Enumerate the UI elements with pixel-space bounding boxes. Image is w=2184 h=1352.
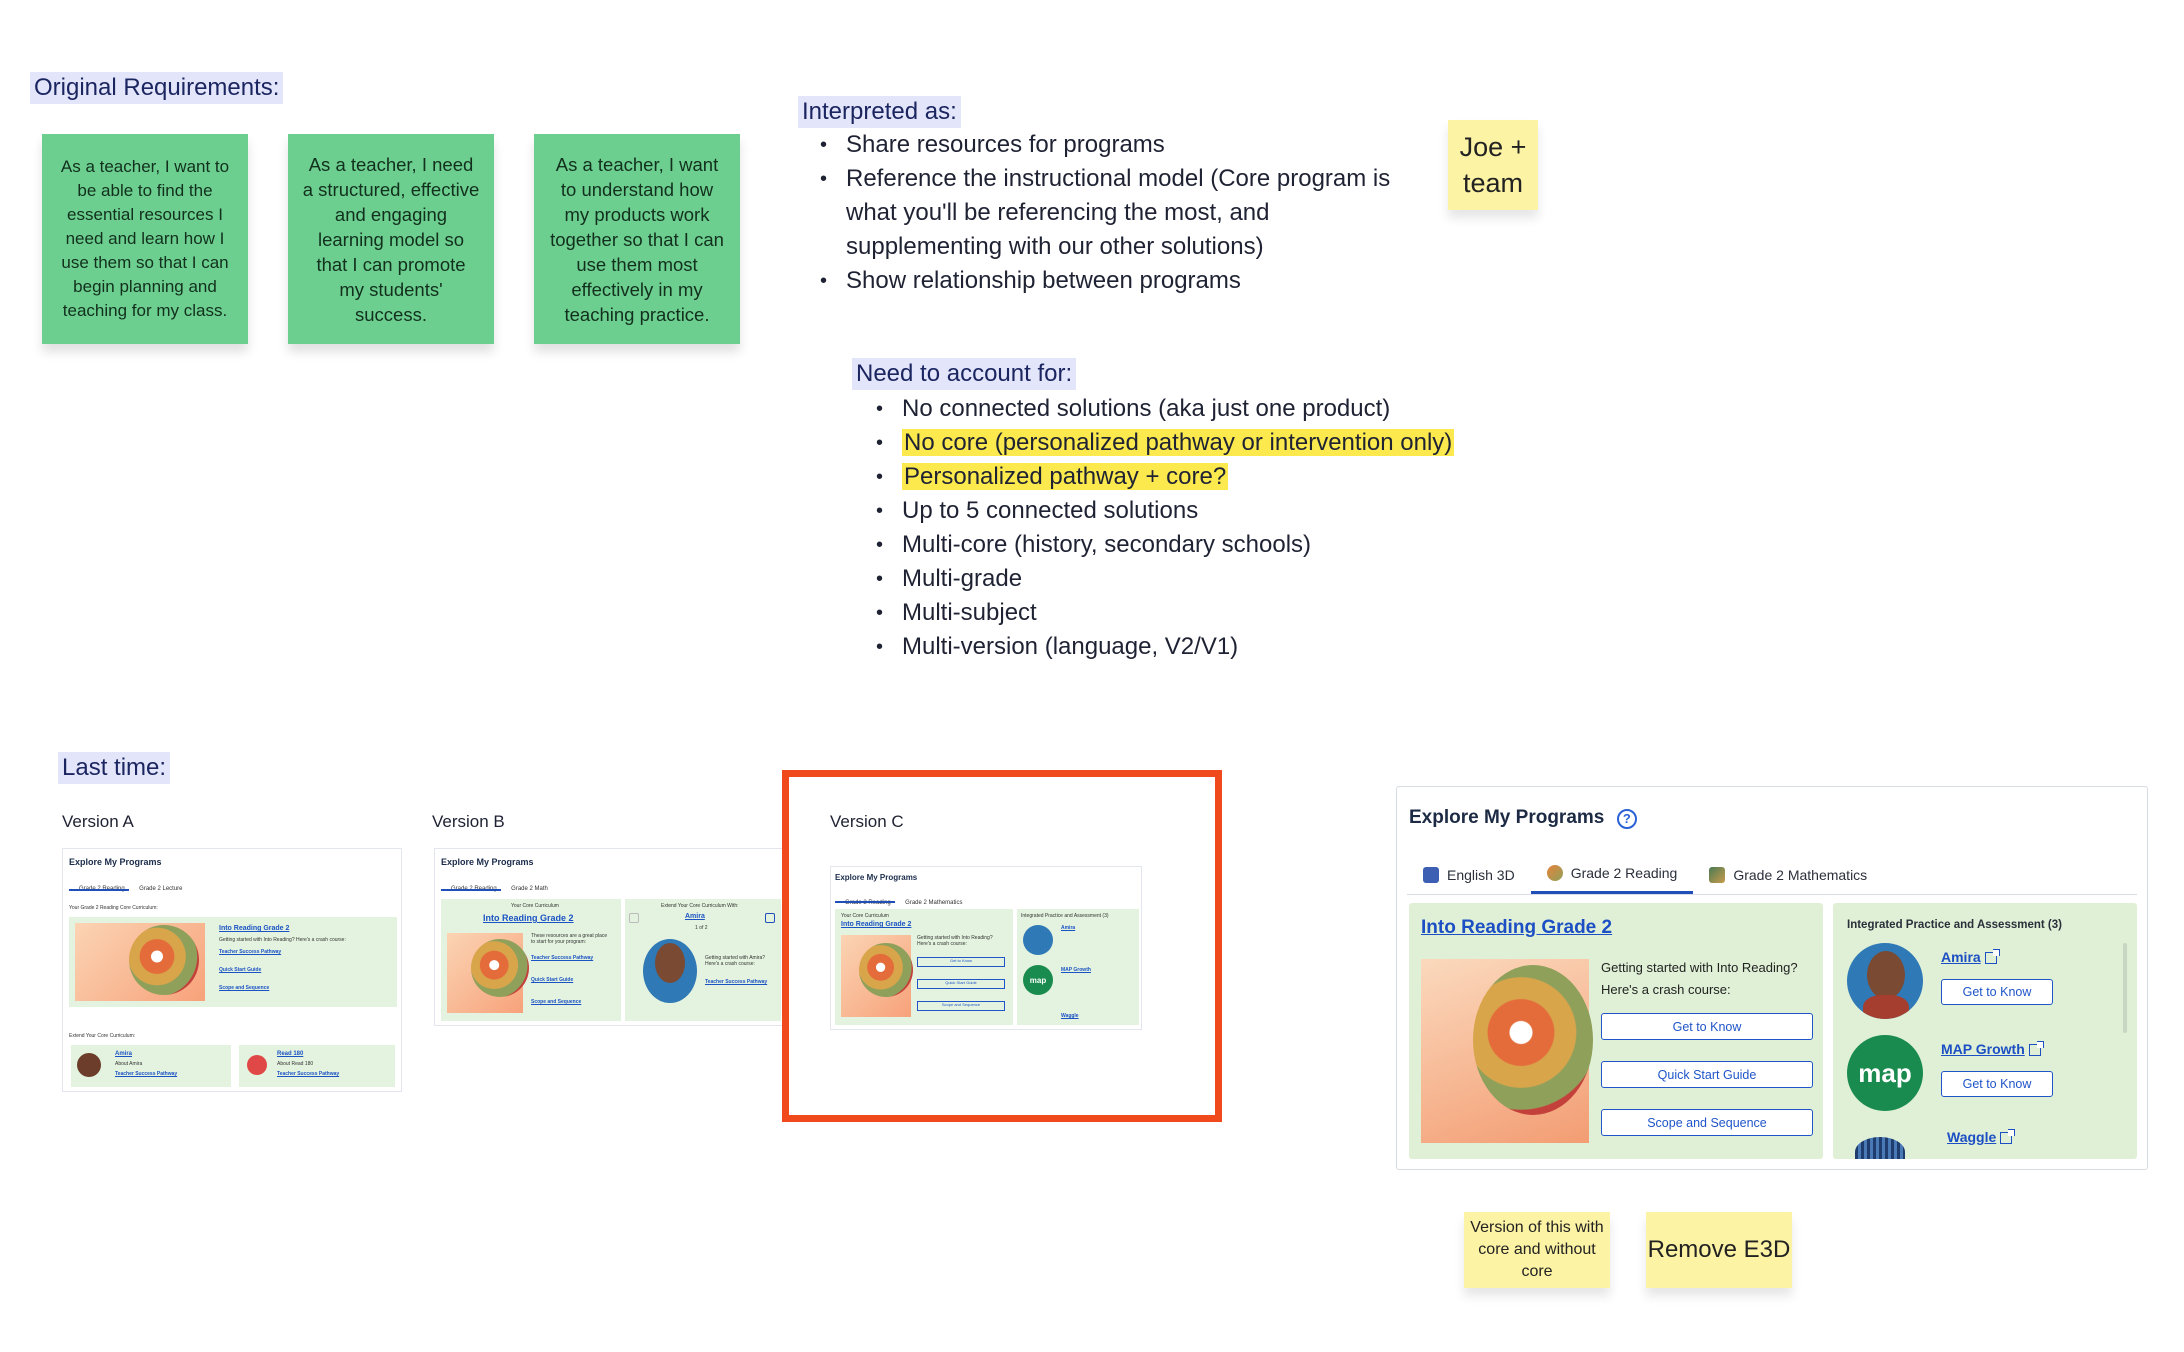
map-growth-get-to-know-button[interactable]: Get to Know <box>1941 1071 2053 1097</box>
list-item: No connected solutions (aka just one pro… <box>874 392 1514 426</box>
requirement-sticky-1[interactable]: As a teacher, I want to be able to find … <box>42 134 248 344</box>
amira-link[interactable]: Amira <box>1941 949 2000 965</box>
highlighted-text: Personalized pathway + core? <box>902 463 1229 490</box>
next-arrow-icon[interactable] <box>765 913 775 923</box>
explore-title: Explore My Programs <box>1409 807 1605 828</box>
waggle-logo <box>1855 1137 1905 1159</box>
sticky-text: Remove E3D <box>1647 1236 1791 1263</box>
quick-start-guide-button[interactable]: Quick Start Guide <box>1601 1061 1813 1088</box>
tab-grade-2-reading[interactable]: Grade 2 Reading <box>1530 857 1694 894</box>
tab-english-3d[interactable]: English 3D <box>1407 857 1531 894</box>
sticky-text: Joe + team <box>1459 132 1527 198</box>
requirement-sticky-2[interactable]: As a teacher, I need a structured, effec… <box>288 134 494 344</box>
original-requirements-heading: Original Requirements: <box>30 72 284 104</box>
integrated-heading: Integrated Practice and Assessment (3) <box>1847 919 2062 931</box>
account-for-heading: Need to account for: <box>852 358 1077 390</box>
version-a-label: Version A <box>62 812 134 831</box>
version-c-label: Version C <box>830 812 904 831</box>
map-growth-logo: map <box>1847 1035 1923 1111</box>
version-c-thumbnail[interactable]: Explore My Programs Grade 2 Reading Grad… <box>830 866 1142 1030</box>
version-b-label: Version B <box>432 812 505 831</box>
list-item: Multi-subject <box>874 596 1514 630</box>
version-note-sticky[interactable]: Version of this with core and without co… <box>1464 1212 1610 1288</box>
account-for-list: No connected solutions (aka just one pro… <box>874 392 1514 664</box>
list-item: Personalized pathway + core? <box>874 460 1514 494</box>
map-growth-link[interactable]: MAP Growth <box>1941 1041 2044 1057</box>
last-time-heading: Last time: <box>58 752 171 784</box>
interpreted-list: Share resources for programs Reference t… <box>818 128 1428 298</box>
scrollbar[interactable] <box>2123 943 2127 1033</box>
amira-avatar <box>1847 943 1923 1019</box>
program-tabs: English 3D Grade 2 Reading Grade 2 Mathe… <box>1407 857 2137 895</box>
math-icon <box>1709 866 1726 883</box>
list-item: Share resources for programs <box>818 128 1428 162</box>
thumb-program-link: Into Reading Grade 2 <box>219 925 290 932</box>
thumb-title: Explore My Programs <box>69 857 162 867</box>
sticky-text: Version of this with core and without co… <box>1470 1219 1604 1280</box>
amira-get-to-know-button[interactable]: Get to Know <box>1941 979 2053 1005</box>
scope-and-sequence-button[interactable]: Scope and Sequence <box>1601 1109 1813 1136</box>
interpreted-heading: Interpreted as: <box>798 96 961 128</box>
thumb-tab: Grade 2 Lecture <box>139 886 183 892</box>
version-b-thumbnail[interactable]: Explore My Programs Grade 2 Reading Grad… <box>434 848 784 1026</box>
list-item: Up to 5 connected solutions <box>874 494 1514 528</box>
external-link-icon <box>2000 1129 2016 1145</box>
joe-team-sticky[interactable]: Joe + team <box>1448 120 1538 210</box>
integrated-practice-panel: Integrated Practice and Assessment (3) A… <box>1833 903 2137 1159</box>
explore-programs-panel: Explore My Programs ? English 3D Grade 2… <box>1396 786 2148 1170</box>
list-item: Show relationship between programs <box>818 264 1428 298</box>
list-item: No core (personalized pathway or interve… <box>874 426 1514 460</box>
external-link-icon <box>1984 949 2000 965</box>
question-circle-icon[interactable]: ? <box>1616 808 1637 829</box>
core-program-panel: Into Reading Grade 2 Getting started wit… <box>1409 903 1823 1159</box>
version-a-thumbnail[interactable]: Explore My Programs Grade 2 Reading Grad… <box>62 848 402 1092</box>
crash-course-text: Getting started with Into Reading? Here'… <box>1601 960 1798 997</box>
requirement-sticky-3[interactable]: As a teacher, I want to understand how m… <box>534 134 740 344</box>
remove-e3d-sticky[interactable]: Remove E3D <box>1646 1212 1792 1288</box>
prev-arrow-icon[interactable] <box>629 913 639 923</box>
requirement-text: As a teacher, I want to be able to find … <box>60 157 230 320</box>
english-3d-icon <box>1423 866 1439 883</box>
requirement-text: As a teacher, I need a structured, effec… <box>302 153 480 325</box>
get-to-know-button[interactable]: Get to Know <box>1601 1013 1813 1040</box>
into-reading-link[interactable]: Into Reading Grade 2 <box>1421 917 1613 938</box>
waggle-link[interactable]: Waggle <box>1947 1129 2016 1145</box>
thumb-section: Your Grade 2 Reading Core Curriculum: <box>69 905 158 911</box>
tab-grade-2-mathematics[interactable]: Grade 2 Mathematics <box>1693 857 1883 894</box>
reading-balloon-icon <box>1546 865 1563 881</box>
list-item: Reference the instructional model (Core … <box>818 162 1428 264</box>
list-item: Multi-core (history, secondary schools) <box>874 528 1514 562</box>
balloon-illustration <box>1473 965 1593 1115</box>
requirement-text: As a teacher, I want to understand how m… <box>550 153 724 325</box>
external-link-icon <box>2028 1041 2044 1057</box>
list-item: Multi-grade <box>874 562 1514 596</box>
highlighted-text: No core (personalized pathway or interve… <box>902 429 1455 456</box>
list-item: Multi-version (language, V2/V1) <box>874 630 1514 664</box>
